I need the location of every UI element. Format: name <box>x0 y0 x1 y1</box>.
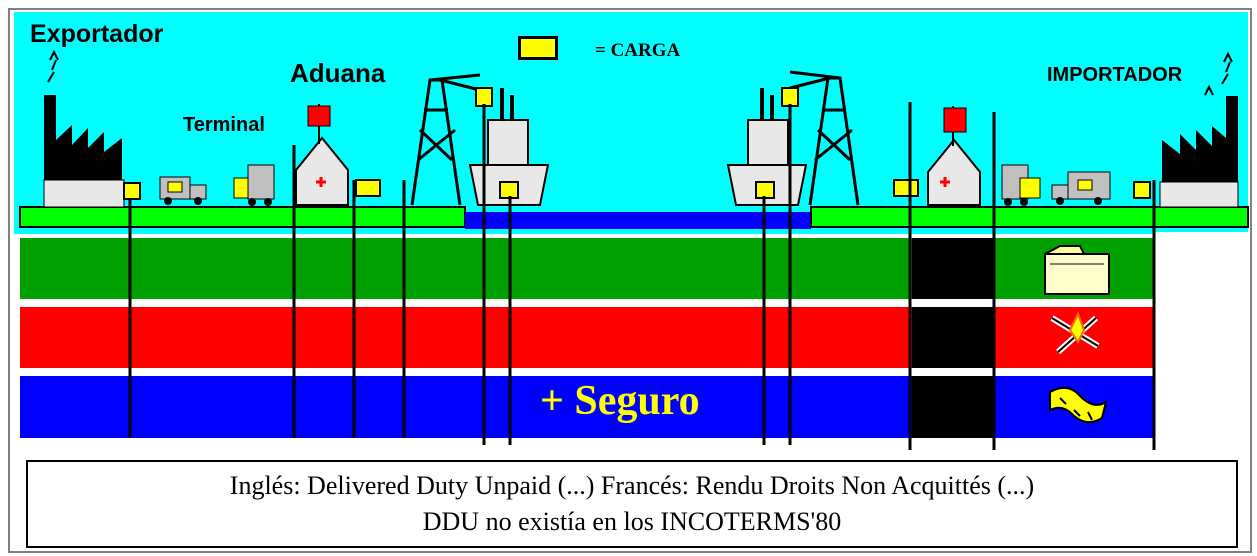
caption-line-2: DDU no existía en los INCOTERMS'80 <box>422 507 842 536</box>
white-gap-right <box>1154 232 1248 438</box>
import-ship-icon <box>726 88 808 206</box>
caption-line-1: Inglés: Delivered Duty Unpaid (...) Fran… <box>229 471 1035 500</box>
folder-icon <box>1044 245 1110 295</box>
water <box>465 212 811 229</box>
exporter-factory-icon <box>43 49 125 208</box>
customs-label: Aduana <box>290 58 386 88</box>
export-ship-icon <box>468 88 550 206</box>
import-truck-icon <box>1051 171 1111 205</box>
dragon-icon <box>1049 386 1108 424</box>
cargo-legend-swatch <box>518 36 558 60</box>
terminal-label: Terminal <box>183 114 265 136</box>
export-ground <box>19 206 466 228</box>
importer-label: IMPORTADOR <box>1047 64 1183 86</box>
risk-icon <box>1050 311 1100 355</box>
importer-factory-icon <box>1159 51 1239 208</box>
forklift-icon <box>233 164 275 206</box>
insurance-label: + Seguro <box>540 378 700 424</box>
import-ground <box>810 206 1249 228</box>
truck-icon <box>159 176 207 205</box>
sky-background <box>14 12 1248 234</box>
export-customs-house-icon <box>295 104 349 206</box>
black-block <box>912 238 994 438</box>
caption-box: Inglés: Delivered Duty Unpaid (...) Fran… <box>26 460 1238 548</box>
import-forklift-icon <box>1001 164 1041 206</box>
vertical-markers <box>128 102 1156 450</box>
import-crane-icon <box>789 70 860 206</box>
cargo-legend-label: = CARGA <box>595 40 681 61</box>
exporter-label: Exportador <box>30 20 164 48</box>
cargo-boxes <box>123 87 1151 200</box>
import-customs-house-icon <box>927 106 981 206</box>
export-crane-icon <box>410 73 481 206</box>
